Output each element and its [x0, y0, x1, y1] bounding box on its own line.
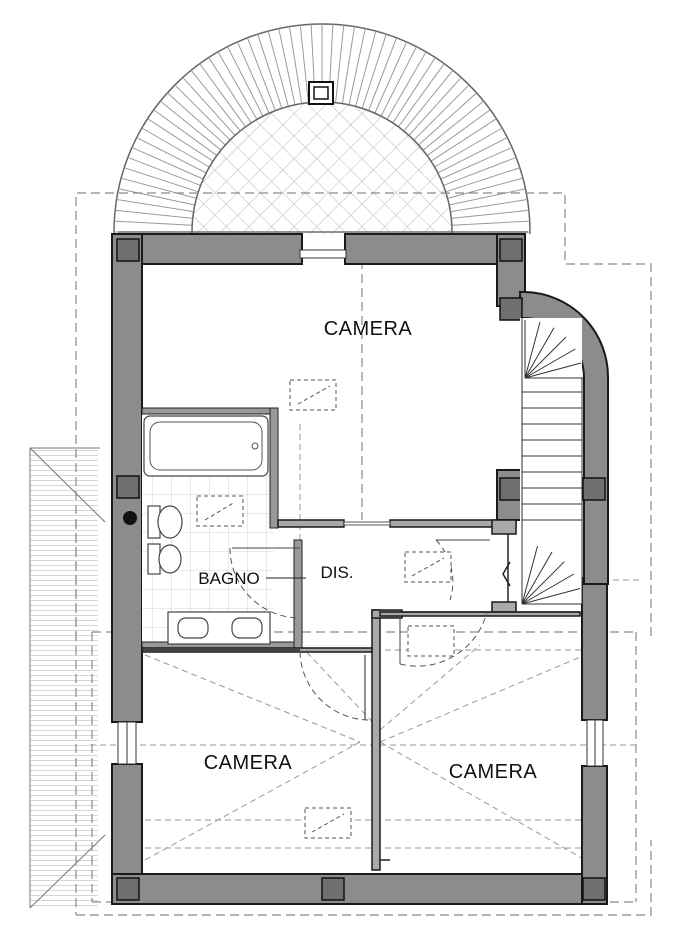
bidet-icon — [147, 543, 182, 575]
staircase — [520, 318, 583, 605]
toilet-icon — [147, 505, 183, 539]
structural-columns — [116, 238, 606, 901]
room-label-camera-bottom-left: CAMERA — [204, 752, 293, 774]
bathroom — [141, 407, 303, 651]
door-swings — [229, 539, 490, 721]
room-label-camera-bottom-right: CAMERA — [449, 761, 538, 783]
terrace-radial-hatch — [114, 24, 530, 233]
stair-direction-icon — [502, 561, 511, 587]
room-label-camera-top: CAMERA — [324, 318, 413, 340]
sink-icon — [167, 611, 271, 645]
terrace-dome — [113, 23, 531, 234]
room-label-dis: DIS. — [320, 563, 353, 582]
interior-walls — [141, 519, 581, 871]
skylights — [289, 379, 455, 839]
left-roof — [29, 447, 106, 910]
room-label-bagno: BAGNO — [198, 569, 259, 588]
pipe-icon — [123, 511, 137, 525]
